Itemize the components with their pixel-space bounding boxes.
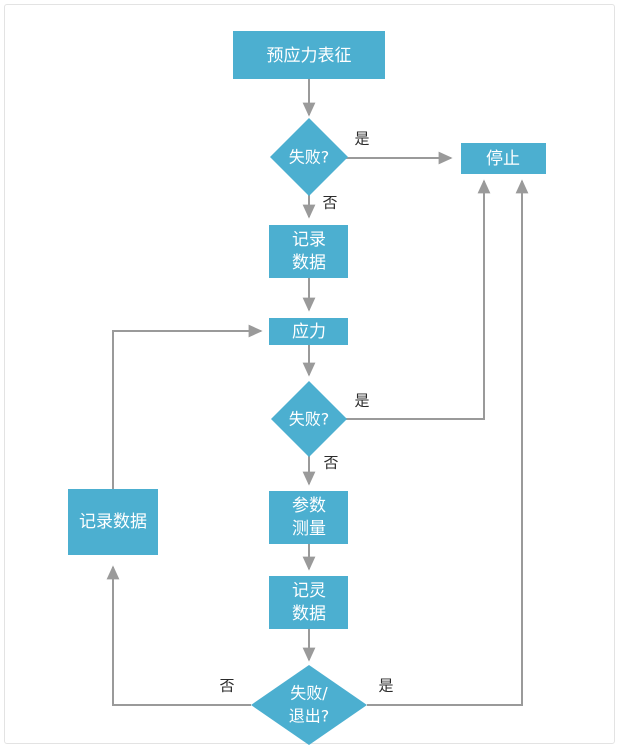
node-parameter-measurement[interactable]: 参数 测量 bbox=[269, 491, 348, 544]
node-prestress-characterization-shape[interactable] bbox=[233, 31, 385, 79]
node-record-data-1-label-line1: 记录 bbox=[292, 230, 326, 250]
node-record-data-2-label-line2: 数据 bbox=[292, 604, 326, 624]
node-decision-fail-1[interactable]: 失败? bbox=[270, 118, 348, 196]
node-record-data-left-shape[interactable] bbox=[68, 489, 158, 555]
node-decision-fail-1-label: 失败? bbox=[289, 148, 330, 167]
node-decision-fail-exit-label-line1: 失败/ bbox=[290, 684, 328, 703]
edge-decision-exit-to-record-left: 否 bbox=[106, 565, 251, 706]
node-decision-fail-exit[interactable]: 失败/ 退出? bbox=[251, 665, 367, 745]
node-parameter-measurement-label-line2: 测量 bbox=[292, 519, 326, 539]
edge-decision1-to-record1: 否 bbox=[302, 194, 338, 219]
edge-label-yes-3: 是 bbox=[378, 677, 393, 695]
node-record-data-1-label-line2: 数据 bbox=[292, 253, 326, 273]
node-decision-fail-2[interactable]: 失败? bbox=[271, 381, 347, 457]
edge-decision-exit-to-stop: 是 bbox=[367, 179, 529, 706]
edge-decision2-to-stop: 是 bbox=[346, 179, 491, 420]
node-prestress-characterization[interactable]: 预应力表征 bbox=[233, 31, 385, 79]
node-stop-label: 停止 bbox=[486, 149, 520, 169]
node-record-data-1-shape[interactable] bbox=[269, 225, 348, 278]
node-record-data-2[interactable]: 记灵 数据 bbox=[269, 576, 348, 629]
edge-label-no-1: 否 bbox=[322, 194, 337, 212]
node-record-data-2-label-line1: 记灵 bbox=[292, 581, 326, 601]
edge-label-yes-2: 是 bbox=[354, 392, 369, 410]
node-stress-shape[interactable] bbox=[269, 318, 348, 345]
node-stop[interactable]: 停止 bbox=[461, 143, 546, 174]
edge-label-no-3: 否 bbox=[219, 677, 234, 695]
node-parameter-measurement-label-line1: 参数 bbox=[292, 496, 326, 516]
node-record-data-left-label: 记录数据 bbox=[79, 512, 147, 532]
node-stress[interactable]: 应力 bbox=[269, 318, 348, 345]
node-record-data-left[interactable]: 记录数据 bbox=[68, 489, 158, 555]
node-record-data-1[interactable]: 记录 数据 bbox=[269, 225, 348, 278]
node-decision-fail-2-label: 失败? bbox=[289, 410, 330, 429]
node-parameter-measurement-shape[interactable] bbox=[269, 491, 348, 544]
node-decision-fail-exit-label-line2: 退出? bbox=[289, 707, 330, 726]
edge-decision1-to-stop: 是 bbox=[346, 130, 453, 165]
node-record-data-2-shape[interactable] bbox=[269, 576, 348, 629]
edge-record-left-to-stress bbox=[112, 324, 263, 489]
node-stress-label: 应力 bbox=[292, 322, 326, 342]
node-prestress-characterization-label: 预应力表征 bbox=[267, 46, 352, 66]
edge-label-yes-1: 是 bbox=[354, 130, 369, 148]
edge-label-no-2: 否 bbox=[323, 454, 338, 472]
node-decision-fail-1-shape[interactable] bbox=[270, 118, 348, 196]
node-stop-shape[interactable] bbox=[461, 143, 546, 174]
node-decision-fail-2-shape[interactable] bbox=[271, 381, 347, 457]
edge-decision2-to-parameter: 否 bbox=[302, 454, 339, 486]
node-decision-fail-exit-shape[interactable] bbox=[251, 665, 367, 745]
